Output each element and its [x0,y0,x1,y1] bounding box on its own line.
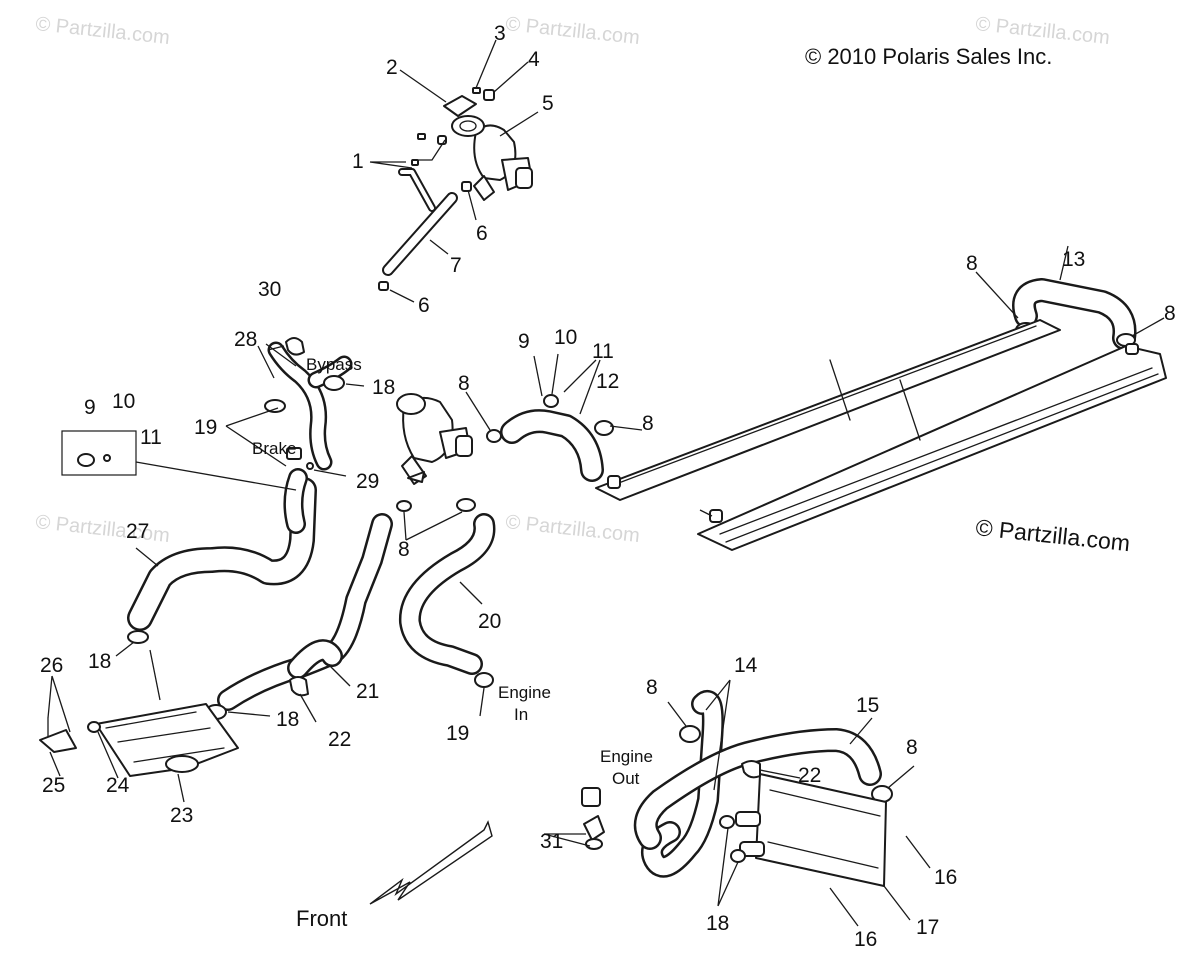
callout-6: 6 [418,294,430,317]
callout-18: 18 [276,708,299,731]
label-brake: Brake [252,439,296,458]
callout-18: 18 [88,650,111,673]
partzilla-brand-text: © Partzilla.com [974,514,1131,556]
gasket-30 [285,337,305,356]
radiator-frame [595,319,1167,551]
callout-8: 8 [646,676,658,699]
label-engine-in: In [514,705,528,724]
callout-30: 30 [258,278,281,301]
hoses [127,278,1137,878]
thermostat-assembly-middle [396,393,476,512]
cooler-assembly [39,703,239,777]
callout-4: 4 [528,48,540,71]
callout-19: 19 [194,416,217,439]
callout-23: 23 [170,804,193,827]
watermark: © Partzilla.com [504,511,640,547]
callout-8: 8 [642,412,654,435]
callout-11: 11 [592,340,614,363]
callout-17: 17 [916,916,939,939]
callout-31: 31 [540,830,563,853]
callout-22: 22 [798,764,821,787]
label-engine-out: Out [612,769,640,788]
label-engine-out: Engine [600,747,653,766]
callout-8: 8 [1164,302,1176,325]
callout-28: 28 [234,328,257,351]
callout-8: 8 [398,538,410,561]
callout-8: 8 [906,736,918,759]
callout-18: 18 [372,376,395,399]
callout-9: 9 [84,396,96,419]
heater-core [581,773,887,887]
callout-8: 8 [458,372,470,395]
watermarks: © Partzilla.com © Partzilla.com © Partzi… [34,13,1110,547]
callout-8: 8 [966,252,978,275]
gasket-22-left [289,676,309,697]
callout-10: 10 [112,390,135,413]
callout-6: 6 [476,222,488,245]
callout-11: 11 [140,426,162,449]
callout-14: 14 [734,654,758,677]
callout-19: 19 [446,722,469,745]
label-bypass: Bypass [306,355,362,374]
callout-5: 5 [542,92,554,115]
callout-16: 16 [854,928,877,951]
callout-numbers: 1 2 3 4 5 6 6 7 30 28 18 9 10 11 19 29 2… [40,22,1176,951]
callout-16: 16 [934,866,957,889]
gasket-22-right [741,760,761,779]
callout-12: 12 [596,370,619,393]
callout-10: 10 [554,326,577,349]
callout-9: 9 [518,330,530,353]
thermostat-assembly-top [378,87,533,291]
callout-1: 1 [352,150,364,173]
inset-box [61,430,137,476]
callout-26: 26 [40,654,63,677]
callout-15: 15 [856,694,879,717]
callout-13: 13 [1062,248,1085,271]
watermark: © Partzilla.com [504,13,640,49]
annotations: Bypass Brake Engine In Engine Out Front [252,355,653,931]
callout-3: 3 [494,22,506,45]
watermark: © Partzilla.com [34,13,170,49]
callout-22: 22 [328,728,351,751]
callout-18: 18 [706,912,729,935]
leader-lines [47,39,1165,927]
label-front: Front [296,906,347,931]
callout-27: 27 [126,520,149,543]
front-direction-arrow [369,820,493,905]
callout-2: 2 [386,56,398,79]
callout-24: 24 [106,774,130,797]
callout-29: 29 [356,470,379,493]
label-engine-in: Engine [498,683,551,702]
callout-7: 7 [450,254,462,277]
callout-25: 25 [42,774,65,797]
watermark: © Partzilla.com [34,511,170,547]
callout-20: 20 [478,610,501,633]
callout-21: 21 [356,680,379,703]
copyright-text: © 2010 Polaris Sales Inc. [805,44,1052,69]
